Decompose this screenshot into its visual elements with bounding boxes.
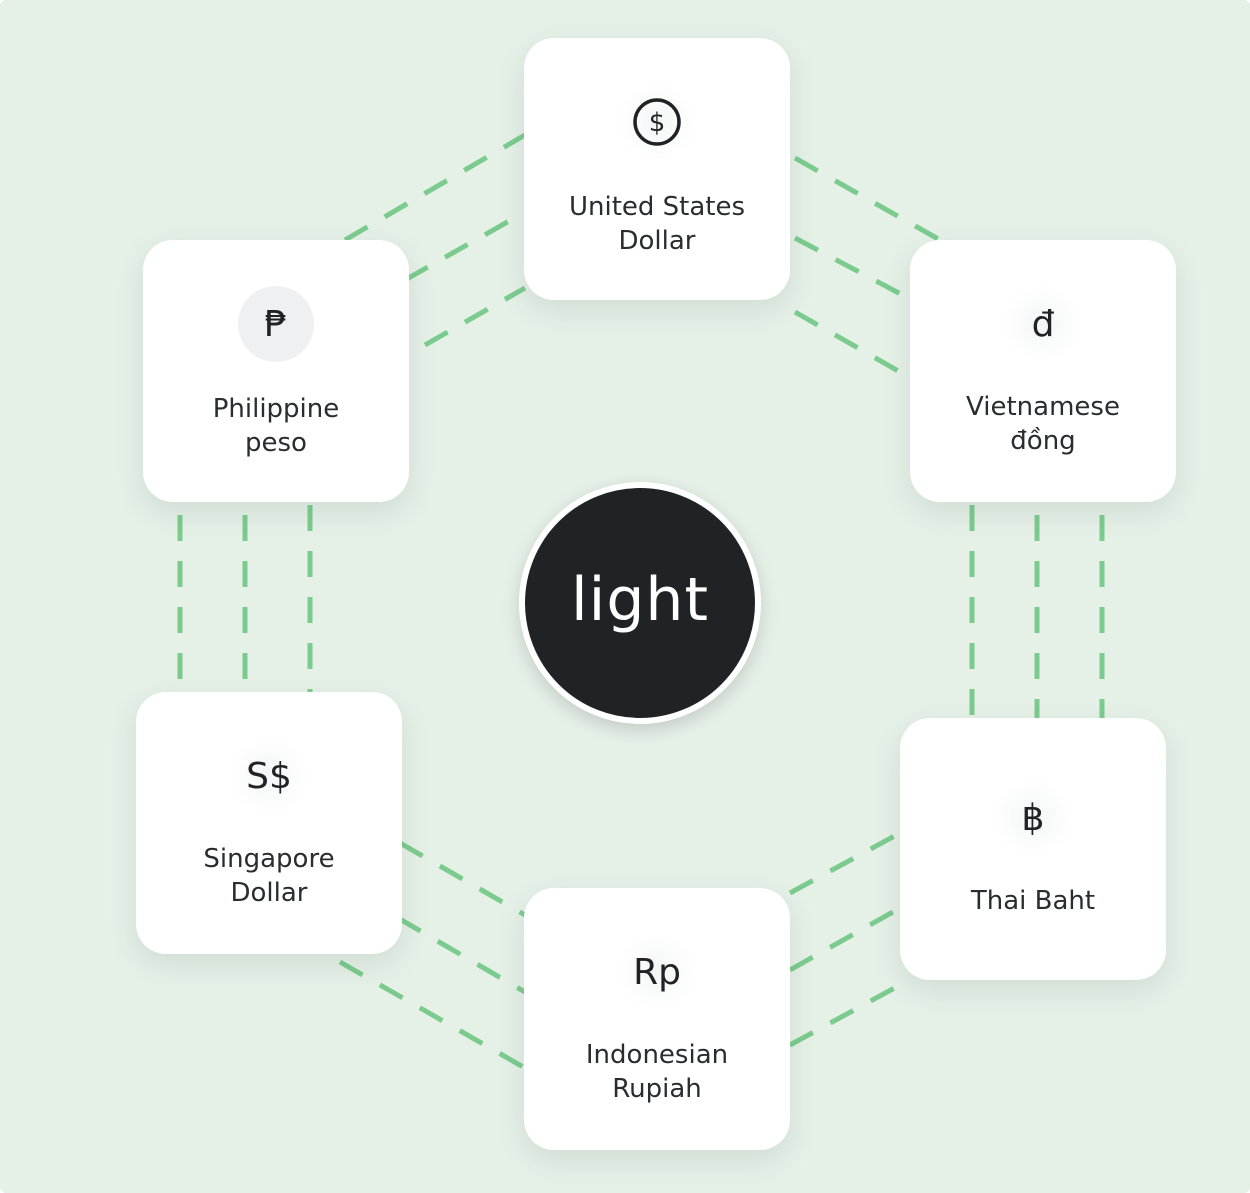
currency-card-vnd: đ Vietnamese đồng [910, 240, 1176, 502]
baht-icon: ฿ [995, 780, 1071, 856]
currency-card-php: ₱ Philippine peso [143, 240, 409, 502]
currency-card-idr: Rp Indonesian Rupiah [524, 888, 790, 1150]
connector-thb-idr [788, 905, 902, 973]
currency-label-sgd: Singapore Dollar [203, 844, 335, 908]
rupiah-icon: Rp [619, 934, 695, 1010]
dollar-coin-glyph: $ [633, 98, 681, 146]
connector-usd-vnd [793, 309, 902, 375]
dong-icon: đ [1005, 286, 1081, 362]
connector-sgd-idr [398, 840, 527, 918]
currency-label-php: Philippine peso [212, 394, 340, 458]
currency-card-sgd: S$ Singapore Dollar [136, 692, 402, 954]
connector-usd-php [403, 209, 527, 283]
connector-usd-vnd [793, 235, 914, 303]
connector-sgd-idr [396, 915, 527, 995]
currency-label-thb: Thai Baht [970, 886, 1096, 916]
currency-card-usd: $ United States Dollar [524, 38, 790, 300]
singapore-dollar-icon: S$ [231, 738, 307, 814]
connector-usd-php [423, 285, 527, 348]
currency-card-thb: ฿ Thai Baht [900, 718, 1166, 980]
hub-label: light [571, 565, 709, 635]
connector-usd-php [343, 132, 527, 243]
light-hub: light [519, 482, 761, 724]
dollar-coin-icon: $ [619, 84, 695, 160]
peso-icon: ₱ [238, 286, 314, 362]
connector-sgd-idr [338, 959, 527, 1071]
currency-label-vnd: Vietnamese đồng [966, 392, 1120, 456]
connector-usd-vnd [793, 155, 942, 243]
currency-label-idr: Indonesian Rupiah [585, 1040, 729, 1104]
connector-thb-idr [788, 830, 902, 896]
currency-label-usd: United States Dollar [568, 192, 746, 256]
connector-thb-idr [788, 982, 902, 1048]
svg-text:$: $ [649, 108, 666, 138]
